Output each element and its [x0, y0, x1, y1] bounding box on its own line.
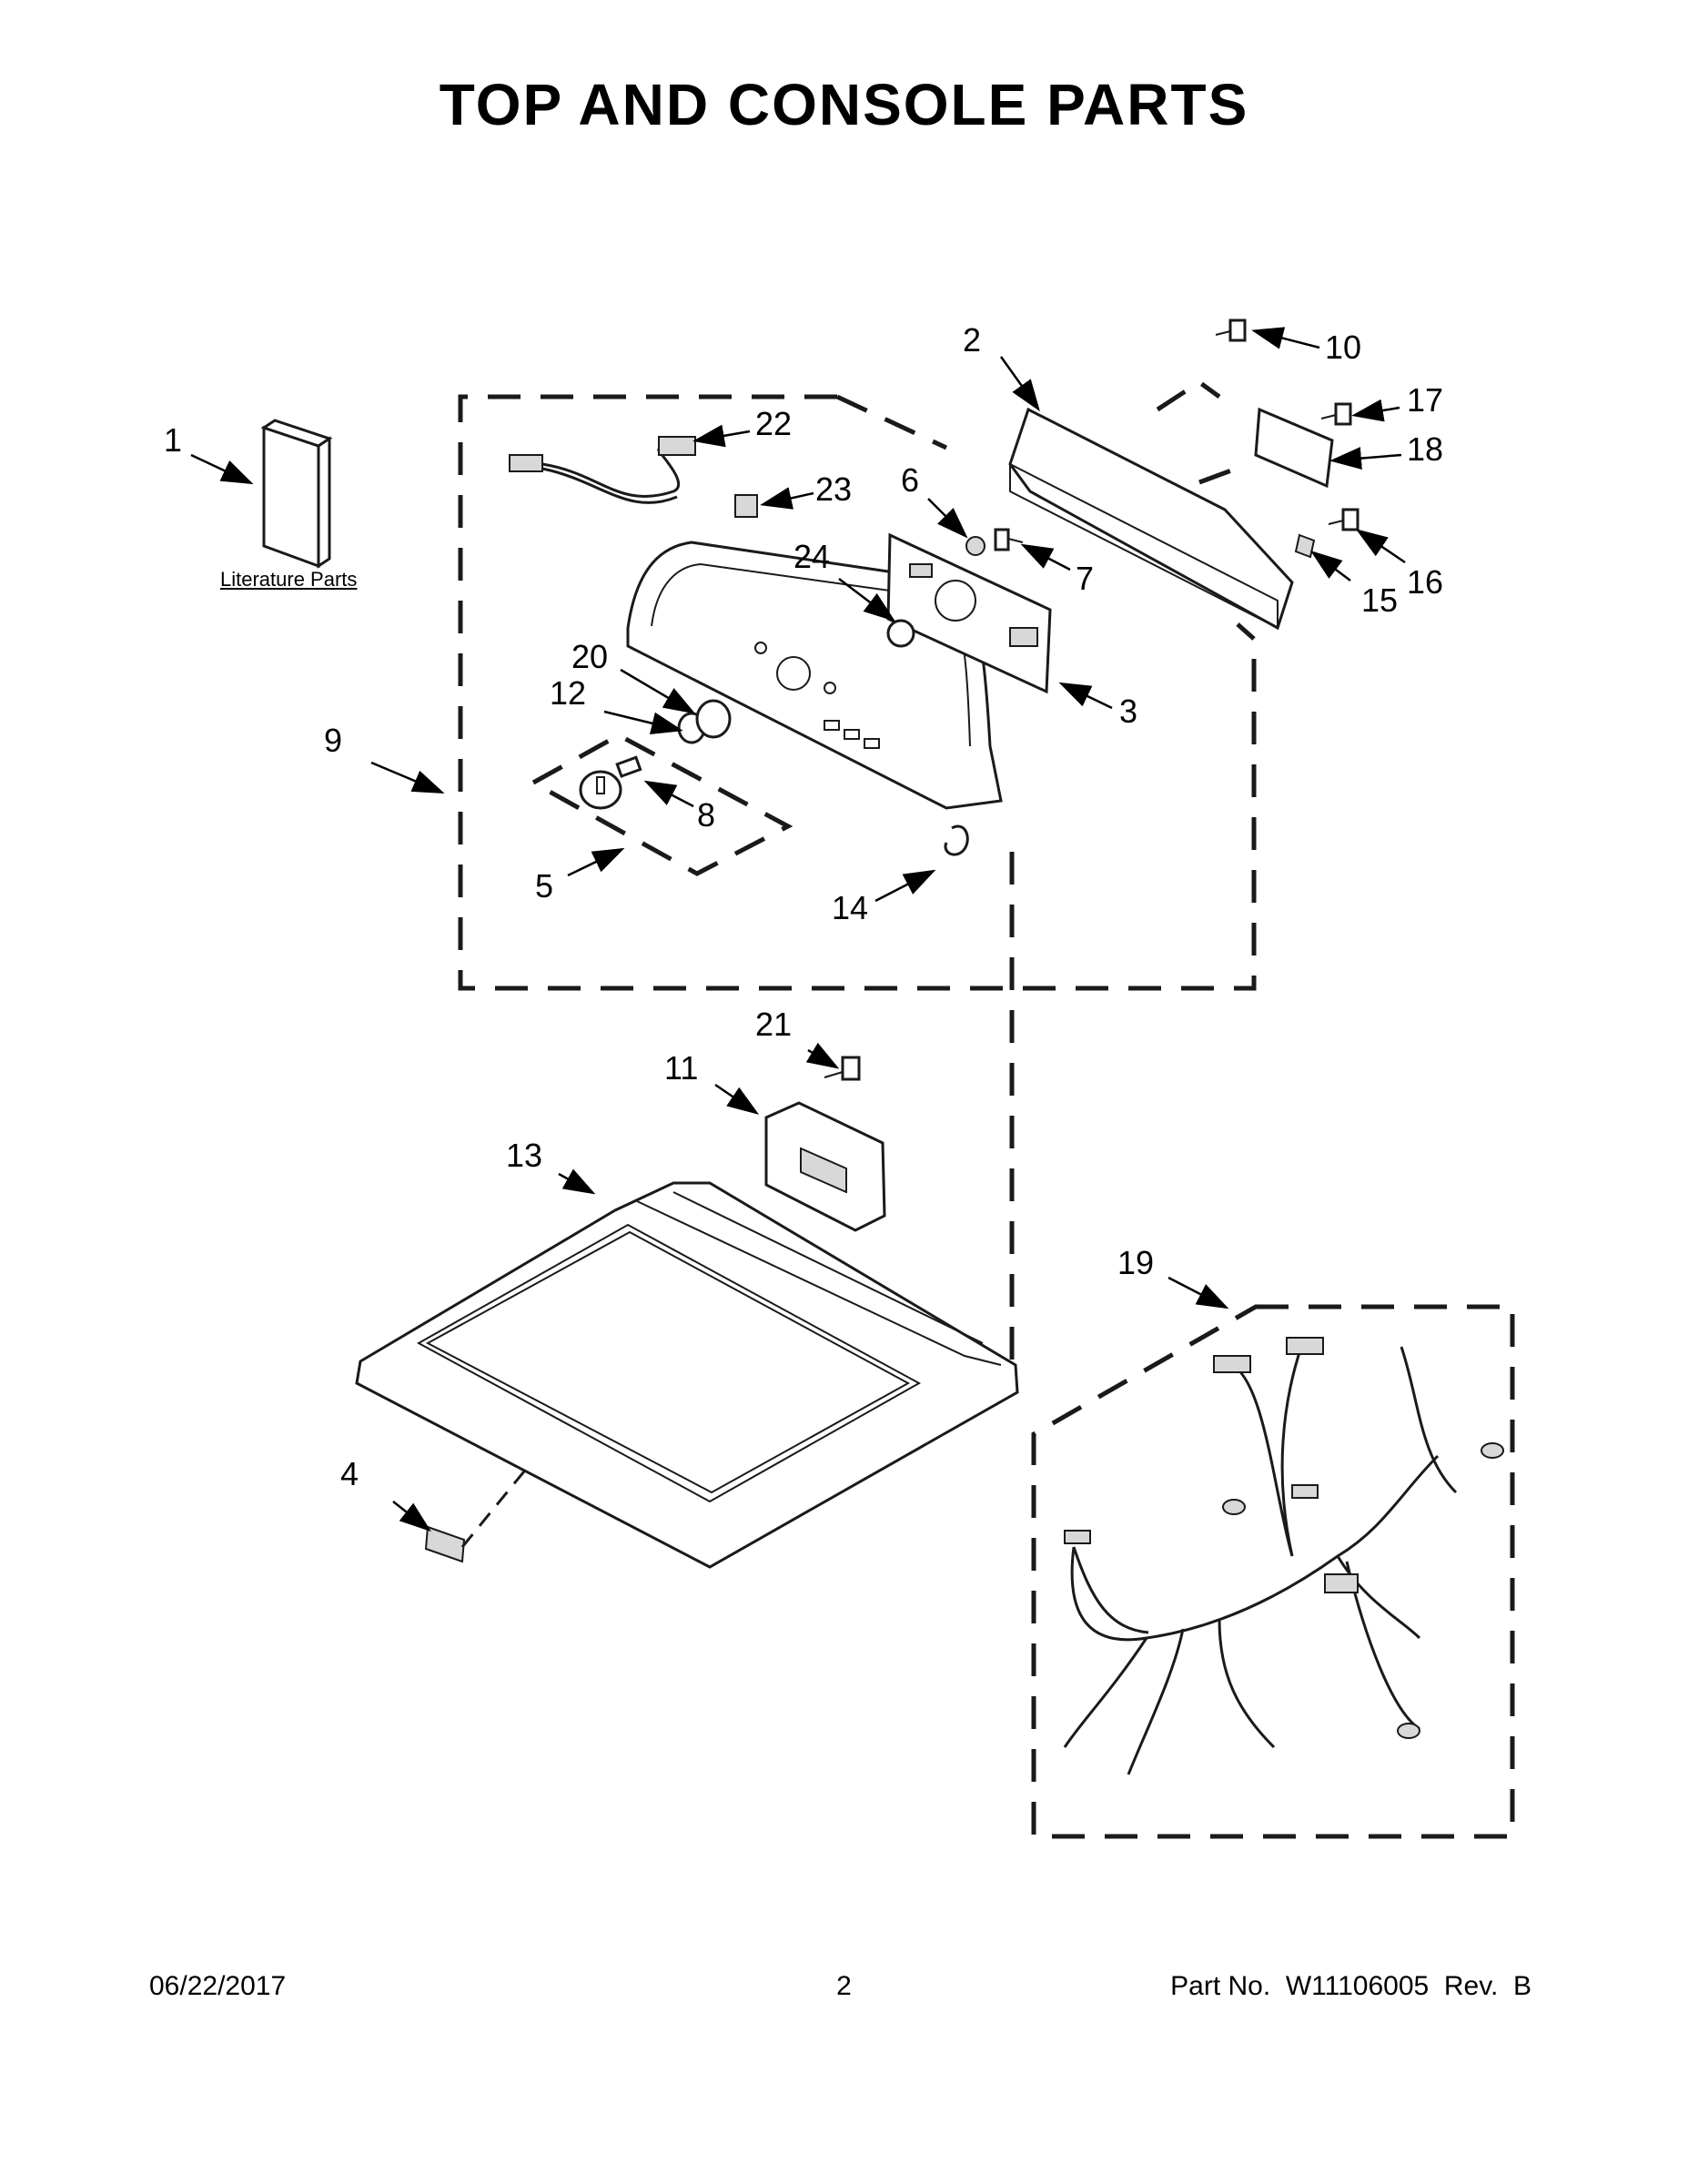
encoder-part-6	[965, 536, 986, 556]
footer-part-number: Part No. W11106005 Rev. B	[1170, 1971, 1531, 2001]
harness-boundary	[1031, 1304, 1515, 1839]
callout-12: 12	[550, 674, 586, 712]
screw-part-7	[994, 528, 1024, 551]
callout-1: 1	[164, 421, 182, 459]
console-back-part-2	[1008, 407, 1294, 631]
clip-part-14	[944, 824, 969, 856]
knob-shaft-part-8	[615, 755, 642, 778]
callout-19: 19	[1117, 1244, 1154, 1281]
callout-8: 8	[697, 796, 715, 834]
screw-part-21	[824, 1056, 861, 1081]
callout-16: 16	[1407, 563, 1443, 601]
screw-part-17	[1320, 402, 1352, 426]
page-title: TOP AND CONSOLE PARTS	[439, 72, 1249, 137]
clip-part-23	[734, 494, 758, 518]
callout-22: 22	[755, 405, 792, 442]
wire-harness-part-22	[509, 436, 696, 504]
callout-13: 13	[506, 1137, 542, 1174]
callout-14: 14	[832, 889, 868, 926]
callout-4: 4	[340, 1455, 359, 1492]
callout-20: 20	[571, 638, 608, 675]
callout-18: 18	[1407, 430, 1443, 468]
callout-7: 7	[1076, 560, 1094, 597]
literature-book-part	[260, 419, 333, 569]
console-assembly-boundary	[458, 394, 1257, 991]
top-part-13	[355, 1181, 1019, 1569]
callout-15: 15	[1361, 581, 1398, 619]
callout-17: 17	[1407, 381, 1443, 419]
bezel-parts-12-20	[677, 699, 732, 744]
callout-9: 9	[324, 722, 342, 759]
literature-parts-label: Literature Parts	[220, 568, 358, 591]
callout-labels: 1 2 3 4 5 6 7 8 9 10 11 12 13 14 15 16 1…	[164, 321, 1443, 1492]
screw-part-10	[1215, 318, 1247, 342]
module-part-18	[1254, 407, 1334, 489]
screw-part-16	[1328, 508, 1359, 531]
callout-5: 5	[535, 867, 553, 905]
control-board-part-3	[886, 532, 1052, 694]
knob-assembly-boundary	[528, 733, 793, 876]
callout-21: 21	[755, 1006, 792, 1043]
badge-part-4	[424, 1525, 466, 1563]
leader-lines	[190, 327, 1406, 1532]
callout-23: 23	[815, 470, 852, 508]
footer-page-number: 2	[836, 1971, 852, 2001]
callout-6: 6	[901, 461, 919, 499]
callout-2: 2	[963, 321, 981, 359]
wire-harness-part-19	[1063, 1337, 1504, 1775]
footer-date: 06/22/2017	[149, 1971, 287, 2001]
callout-24: 24	[793, 538, 830, 575]
knob-part	[579, 770, 622, 810]
callout-11: 11	[664, 1049, 698, 1087]
callout-3: 3	[1119, 693, 1137, 730]
knob-ring-part-24	[886, 619, 915, 648]
callout-10: 10	[1325, 329, 1361, 366]
clip-part-15	[1294, 533, 1316, 559]
control-module-part-11	[764, 1101, 886, 1232]
